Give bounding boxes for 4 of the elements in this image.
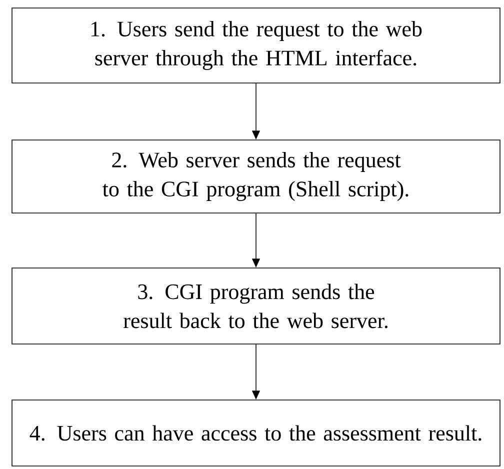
step-box: 1. Users send the request to the web server through the HTML interface. [12,8,500,84]
step-box: 3. CGI program sends the result back to the web server. [12,268,500,344]
step-box: 4. Users can have access to the assessment result. [12,400,500,466]
step-box: 2. Web server sends the request to the CGI program (Shell script). [12,140,500,214]
